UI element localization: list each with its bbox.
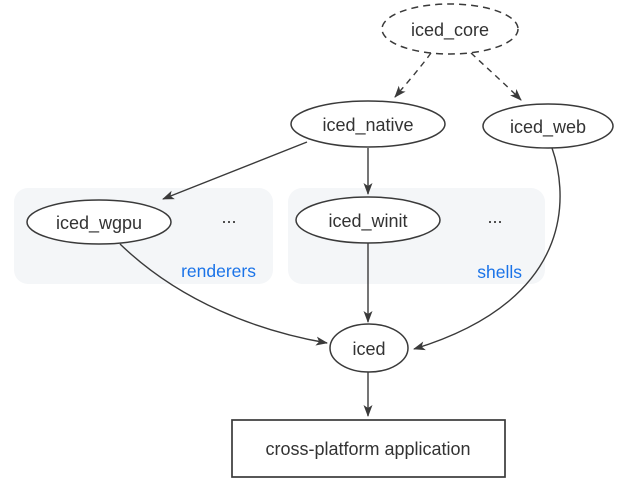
renderers-ellipsis: ... <box>221 207 236 227</box>
shells-group-label: shells <box>477 262 522 282</box>
node-iced-core <box>381 3 519 55</box>
node-iced-winit <box>295 196 441 244</box>
edge-native-wgpu <box>162 141 308 200</box>
node-iced <box>329 323 409 373</box>
node-iced-wgpu-label: iced_wgpu <box>56 213 142 234</box>
node-iced-core-label: iced_core <box>411 20 489 41</box>
node-app-label: cross-platform application <box>265 439 470 459</box>
node-iced-label: iced <box>352 339 385 359</box>
node-iced-native-label: iced_native <box>322 115 413 136</box>
edge-wgpu-iced <box>119 243 328 346</box>
node-iced-winit-label: iced_winit <box>328 211 407 232</box>
node-app <box>231 419 506 478</box>
node-iced-web-label: iced_web <box>510 117 586 138</box>
shells-ellipsis: ... <box>487 207 502 227</box>
renderers-group-label: renderers <box>181 261 256 281</box>
edge-web-iced <box>413 147 561 351</box>
node-iced-native <box>290 100 446 148</box>
node-iced-web <box>482 103 614 149</box>
edge-core-native <box>394 52 432 98</box>
edge-core-web <box>470 52 522 101</box>
node-iced-wgpu <box>26 199 172 245</box>
